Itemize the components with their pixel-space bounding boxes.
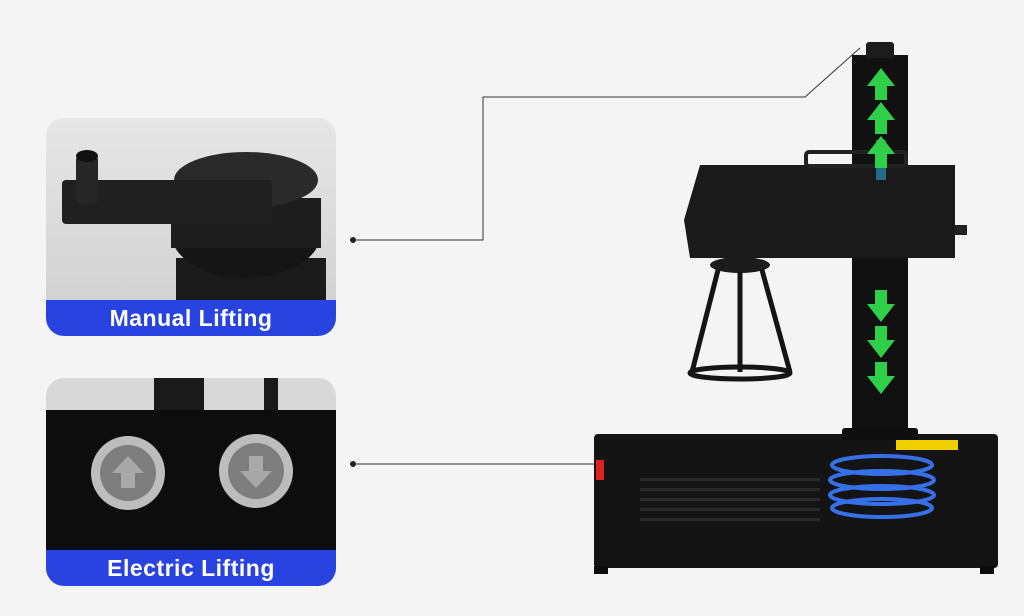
electric-lifting-label: Electric Lifting	[46, 550, 336, 586]
crank-handle-icon	[62, 150, 326, 318]
manual-lifting-card: Manual Lifting	[46, 118, 336, 336]
arrow-up-button-icon	[91, 436, 165, 510]
control-panel-photo	[46, 378, 336, 550]
up-arrow-icon	[867, 68, 895, 168]
electric-lifting-card: Electric Lifting	[46, 378, 336, 586]
callout-dot	[350, 461, 356, 467]
arrow-down-button-icon	[219, 434, 293, 508]
down-arrow-icon	[867, 290, 895, 394]
manual-lifting-label: Manual Lifting	[46, 300, 336, 336]
callout-dot	[350, 237, 356, 243]
